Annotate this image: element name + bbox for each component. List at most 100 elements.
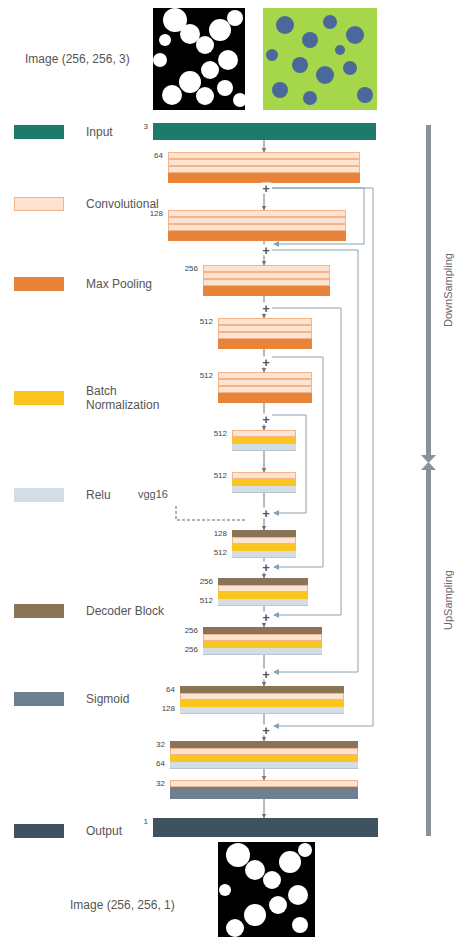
layer-row [218,578,308,585]
layer-row [218,339,312,349]
channel-count: 3 [144,123,148,131]
layer-block: 64 [168,152,360,183]
legend-item: Relu [14,488,166,502]
layer-row [218,332,312,339]
layer-row [170,741,358,748]
plus-sign: + [261,508,271,519]
layer-row [170,780,358,787]
channel-count: 64 [156,760,165,768]
legend-text: Max Pooling [86,277,166,291]
plus-sign: + [261,303,271,314]
layer-row [170,787,358,799]
plus-sign: + [261,562,271,573]
channel-count: 512 [214,430,227,438]
channel-count: 32 [156,780,165,788]
legend-item: Max Pooling [14,277,166,291]
plus-sign: + [261,725,271,736]
layer-row [232,437,296,444]
layer-row [218,592,308,599]
layer-row [203,627,322,634]
layer-row [232,530,296,537]
channel-count: 512 [214,549,227,557]
channel-count: 256 [185,627,198,635]
channel-count: 256 [200,578,213,586]
layer-row [218,599,308,606]
layer-row [203,641,322,648]
legend-swatch [14,604,64,618]
layer-row [218,372,312,379]
layer-block: 3264 [170,741,358,769]
legend-swatch [14,391,64,405]
channel-count: 32 [156,741,165,749]
legend-swatch [14,277,64,291]
layer-row [232,544,296,551]
layer-block: 512 [218,372,312,403]
layer-row [168,152,360,159]
layer-row [232,486,296,493]
image-label: Image (256, 256, 1) [70,898,175,912]
image-label: Image (256, 256, 3) [25,52,130,66]
legend-text: Input [86,125,166,139]
layer-block: 128 [168,210,346,241]
layer-row [168,231,346,241]
channel-count: 512 [214,472,227,480]
layer-row [232,537,296,544]
legend-text: Decoder Block [86,604,166,618]
layer-row [218,379,312,386]
layer-row [203,648,322,655]
plus-sign: + [261,357,271,368]
layer-block: 512 [218,318,312,349]
layer-row [168,210,346,217]
layer-row [170,748,358,755]
plus-sign: + [261,669,271,680]
layer-row [232,551,296,558]
mask-image [153,8,247,110]
legend-text: Sigmoid [86,692,166,706]
legend-item: Batch Normalization [14,384,166,412]
layer-row [180,707,344,714]
vgg16-divider [176,506,246,520]
layer-row [168,217,346,224]
layer-row [168,224,346,231]
channel-count: 128 [162,705,175,713]
channel-count: 256 [185,265,198,273]
channel-count: 256 [185,646,198,654]
flow-arrow [264,799,265,818]
layer-row [232,430,296,437]
legend-item: Output [14,824,166,838]
layer-row [218,318,312,325]
stage-label: UpSampling [442,570,454,630]
channel-count: 512 [200,597,213,605]
output-mask-image [218,842,315,937]
layer-row [153,123,376,140]
flow-arrow [264,140,265,152]
layer-row [203,634,322,641]
legend-item: Sigmoid [14,692,166,706]
layer-block: 256512 [218,578,308,606]
layer-block: 256256 [203,627,322,655]
layer-row [232,472,296,479]
layer-row [203,286,330,296]
plus-sign: + [261,414,271,425]
layer-row [218,585,308,592]
legend-swatch [14,125,64,139]
layer-row [203,279,330,286]
layer-row [168,166,360,173]
layer-row [232,479,296,486]
layer-block: 512 [232,430,296,451]
layer-row [218,393,312,403]
legend-swatch [14,824,64,838]
layer-block: 3 [153,123,376,140]
layer-block: 32 [170,780,358,799]
layer-row [218,386,312,393]
layer-block: 128512 [232,530,296,558]
layer-row [153,818,378,837]
layer-row [180,686,344,693]
layer-block: 256 [203,265,330,296]
channel-count: 512 [200,372,213,380]
channel-count: 128 [214,530,227,538]
channel-count: 1 [144,818,148,826]
legend-item: Convolutional [14,197,166,211]
layer-row [168,159,360,166]
